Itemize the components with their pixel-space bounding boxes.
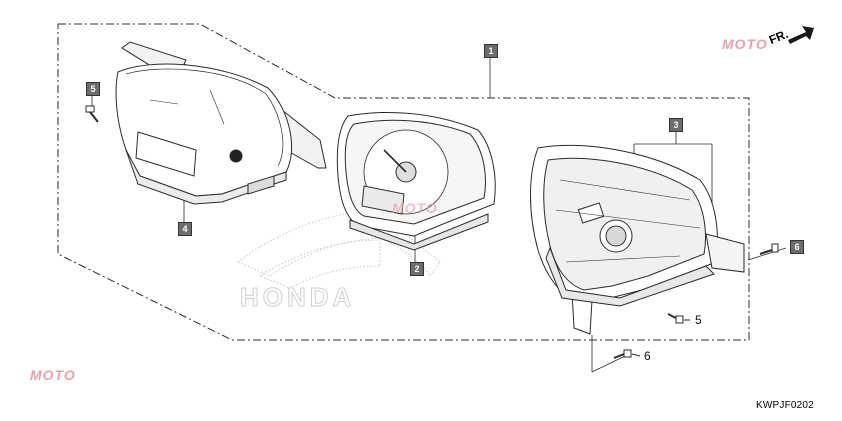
watermark-center: MOTO [392,200,438,216]
watermark-top: MOTO [722,36,768,52]
meter-case-part [530,144,745,335]
front-direction-arrow-icon [788,26,814,44]
lens-cover-part [115,41,327,205]
callout-screw-right: 6 [790,240,804,254]
screw-case [667,313,690,324]
assembly-boundary [57,23,750,341]
callout-meter-case: 3 [669,118,683,132]
label-screw-case: 5 [695,313,702,327]
screw-bottom [613,349,641,359]
callout-meter-panel: 2 [410,262,424,276]
callout-screw-left: 5 [86,82,100,96]
diagram-code: KWPJF0202 [756,400,814,411]
callout-lens-cover: 4 [178,222,192,236]
meter-panel-part [336,112,496,251]
watermark-bottom: MOTO [30,367,76,383]
screw-right [759,243,779,255]
label-screw-bottom: 6 [644,349,651,363]
callout-assembly: 1 [484,44,498,58]
honda-wing-watermark [236,208,441,289]
screw-left [85,105,99,123]
honda-brand-mark: HONDA [240,282,355,312]
